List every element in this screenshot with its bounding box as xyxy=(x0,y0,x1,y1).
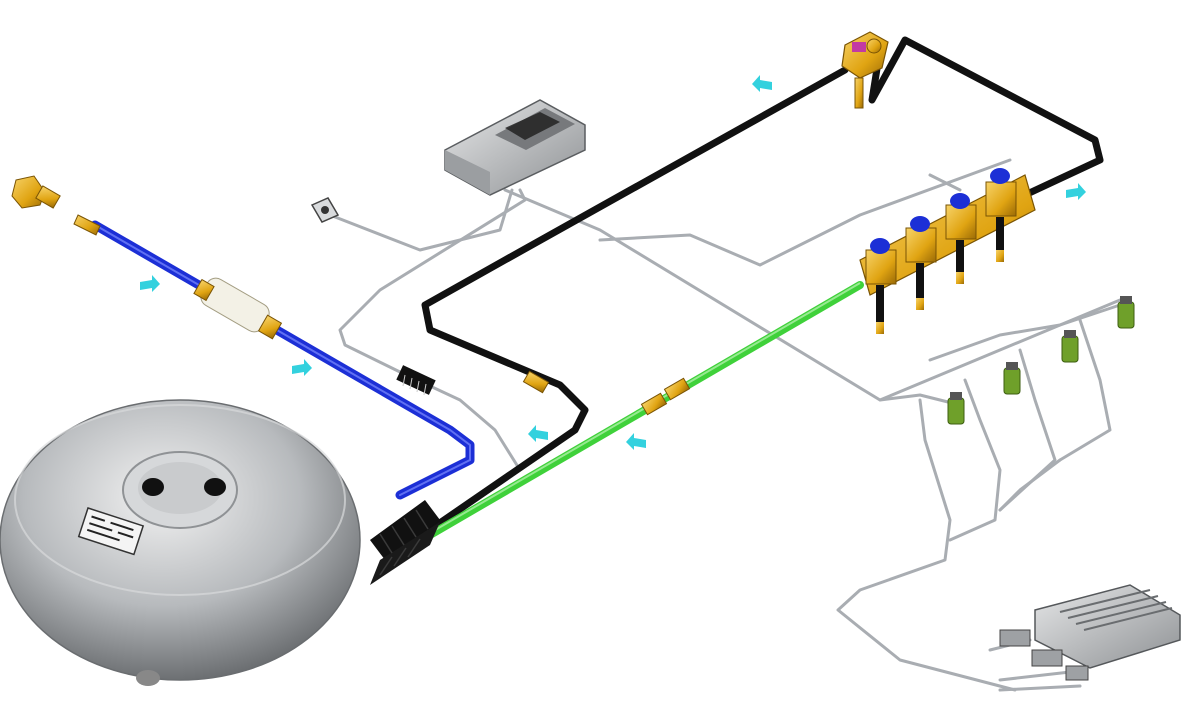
flow-arrow-3 xyxy=(528,425,548,442)
tank xyxy=(0,399,361,686)
ecu-small xyxy=(444,99,586,196)
hose-sleeves xyxy=(370,500,440,585)
nozzle-1 xyxy=(947,392,965,425)
flow-arrows xyxy=(140,75,1086,450)
gas-ecu xyxy=(999,584,1181,681)
injector-rail xyxy=(859,168,1036,334)
nozzle-3 xyxy=(1061,330,1079,363)
filler xyxy=(11,175,101,236)
filter xyxy=(193,277,283,340)
flow-arrow-2 xyxy=(292,359,312,376)
rail-injector-1 xyxy=(865,238,897,334)
rail-injector-3 xyxy=(945,193,977,284)
line-fittings xyxy=(522,370,691,416)
wiring-harness xyxy=(328,158,1122,692)
flow-arrow-6 xyxy=(1066,183,1086,200)
rail-injector-4 xyxy=(985,168,1017,262)
rail-injector-2 xyxy=(905,216,937,310)
nozzles xyxy=(947,296,1135,425)
flow-arrow-4 xyxy=(626,433,646,450)
harness-connector xyxy=(396,365,436,396)
nozzle-2 xyxy=(1003,362,1021,395)
nozzle-4 xyxy=(1117,296,1135,329)
vaporizer xyxy=(841,31,889,109)
flow-arrow-5 xyxy=(752,75,772,92)
switch xyxy=(310,197,340,223)
flow-arrow-1 xyxy=(140,275,160,292)
